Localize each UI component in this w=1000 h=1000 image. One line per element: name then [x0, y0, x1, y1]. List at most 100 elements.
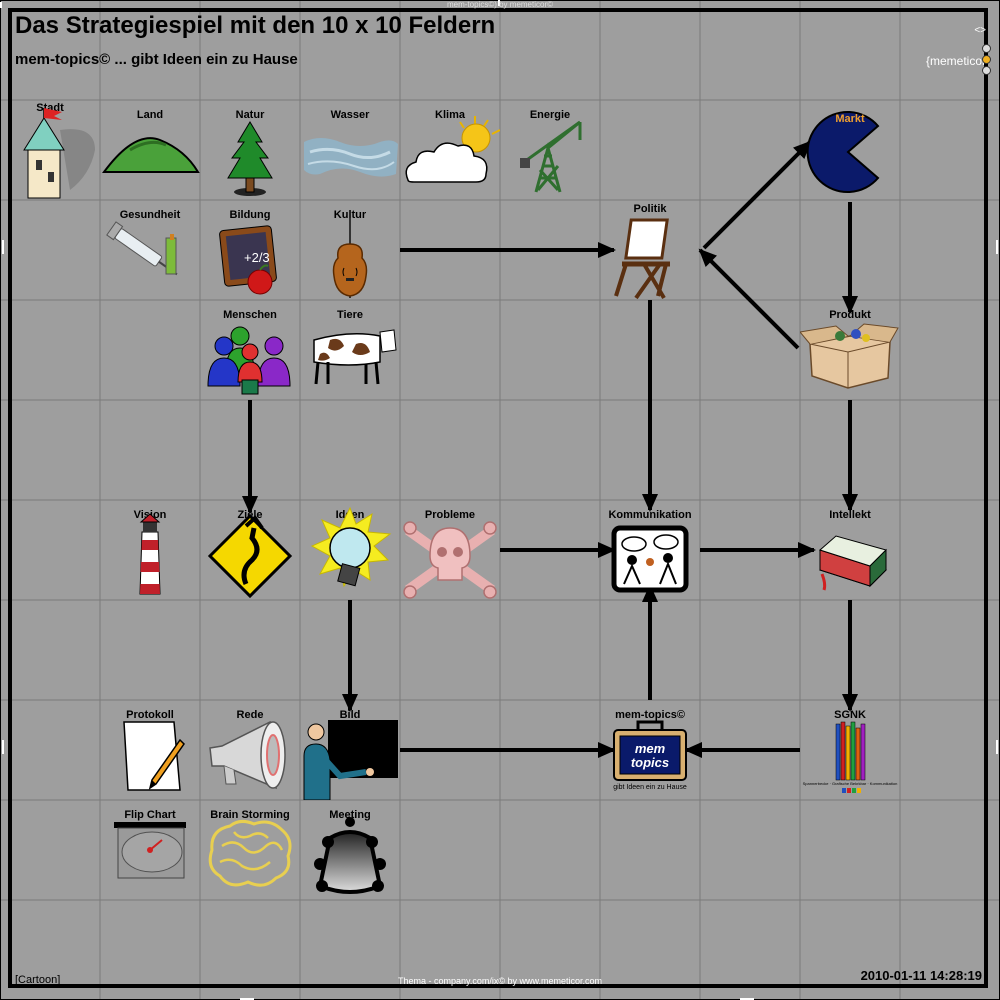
megaphone-icon [209, 720, 286, 790]
node-kommunikation[interactable]: Kommunikation [600, 500, 700, 600]
control-dot[interactable] [982, 55, 991, 64]
footer-category: [Cartoon] [15, 974, 61, 986]
node-label: Bildung [229, 209, 271, 221]
node-probleme[interactable]: Probleme [400, 500, 500, 600]
edge-tick [240, 998, 254, 1000]
node-label: Menschen [223, 309, 277, 321]
edge-tick [740, 998, 754, 1000]
node-gesundheit[interactable]: Gesundheit [100, 200, 200, 300]
suitcase-icon: mem topics [613, 720, 687, 781]
edge-tick [996, 740, 998, 754]
node-meeting[interactable]: Meeting [300, 800, 400, 900]
node-kultur[interactable]: Kultur [300, 200, 400, 300]
node-wasser[interactable]: Wasser [300, 100, 400, 200]
node-land[interactable]: Land [100, 100, 200, 200]
crane-icon [520, 120, 582, 193]
node-natur[interactable]: Natur [200, 100, 300, 200]
node-markt[interactable]: Markt [800, 100, 900, 200]
node-rede[interactable]: Rede [200, 700, 300, 800]
node-sgnk[interactable]: SGNK Spannerbecke · Grafische Bekrkbar ·… [800, 700, 900, 800]
node-vision[interactable]: Vision [100, 500, 200, 600]
brain-icon [208, 819, 292, 887]
syringe-icon [106, 221, 178, 276]
corner-code[interactable]: <> [974, 25, 986, 36]
node-label: Klima [435, 109, 465, 121]
arrow-produkt-politik [698, 248, 800, 350]
node-label: Flip Chart [124, 809, 176, 821]
node-label: Produkt [829, 309, 871, 321]
hill-icon [102, 137, 200, 173]
node-label: Rede [236, 709, 264, 721]
dialog-icon [611, 525, 689, 593]
meeting-icon [314, 817, 386, 894]
node-label: Brain Storming [210, 809, 290, 821]
node-politik[interactable]: Politik [600, 200, 700, 300]
node-protokoll[interactable]: Protokoll [100, 700, 200, 800]
edge-tick [2, 740, 4, 754]
control-dot[interactable] [982, 44, 991, 53]
edge-tick [996, 240, 998, 254]
book-icon [819, 535, 887, 591]
footer-credit[interactable]: Thema - company.com/ix© by www.memeticor… [397, 976, 603, 986]
skull-icon [403, 521, 497, 599]
slate-formula: +2/3 [244, 250, 270, 265]
people-icon [207, 326, 291, 395]
node-memtopics[interactable]: mem-topics© mem topics gibt Ideen ein zu… [600, 700, 700, 800]
node-flipchart[interactable]: Flip Chart [100, 800, 200, 900]
node-ziele[interactable]: Ziele [200, 500, 300, 600]
node-label: Intellekt [829, 509, 871, 521]
top-note: mem-topics©) by memeticor© [446, 0, 554, 9]
node-label: mem-topics© [615, 709, 685, 721]
node-label: Tiere [336, 309, 364, 321]
node-label: Natur [235, 109, 265, 121]
node-klima[interactable]: Klima [400, 100, 500, 200]
cello-icon [332, 218, 368, 298]
node-label: Bild [339, 709, 361, 721]
lightbulb-icon [310, 506, 392, 588]
cow-icon [313, 329, 397, 385]
node-energie[interactable]: Energie [500, 100, 600, 200]
node-brainstorming[interactable]: Brain Storming [200, 800, 300, 900]
node-sublabel: Spannerbecke · Grafische Bekrkbar · Komm… [802, 781, 898, 786]
node-intellekt[interactable]: Intellekt [800, 500, 900, 600]
edge-tick [0, 2, 2, 8]
node-stadt[interactable]: Stadt [0, 100, 100, 200]
brand-label: {memeticor [925, 54, 986, 68]
node-label: Protokoll [126, 709, 174, 721]
paper-pencil-icon [123, 721, 185, 791]
tree-icon [227, 121, 273, 196]
node-tiere[interactable]: Tiere [300, 300, 400, 400]
chair-icon [614, 218, 670, 300]
node-label: Meeting [329, 809, 371, 821]
logo-line-1: mem [635, 741, 666, 756]
presenter-icon [303, 720, 398, 800]
node-label: Land [136, 109, 164, 121]
edge-tick [2, 240, 4, 254]
node-bildung[interactable]: Bildung +2/3 [200, 200, 300, 300]
node-produkt[interactable]: Produkt [800, 300, 900, 400]
page-title: Das Strategiespiel mit den 10 x 10 Felde… [15, 12, 496, 39]
node-bild[interactable]: Bild [300, 700, 400, 800]
road-sign-icon [207, 513, 293, 599]
box-icon [800, 323, 899, 389]
node-label: Probleme [424, 509, 476, 521]
pencils-icon [835, 721, 866, 793]
logo-line-2: topics [631, 755, 669, 770]
node-menschen[interactable]: Menschen [200, 300, 300, 400]
node-label: SGNK [834, 709, 866, 721]
node-label: Kultur [333, 209, 367, 221]
node-ideen[interactable]: Ideen [300, 500, 400, 600]
node-sublabel: gibt Ideen ein zu Hause [613, 784, 687, 791]
page-subtitle: mem-topics© ... gibt Ideen ein zu Hause [15, 51, 298, 68]
node-label: Wasser [330, 109, 370, 121]
water-icon [304, 138, 398, 177]
edge-tick [498, 0, 500, 6]
tower-icon [23, 108, 95, 199]
control-dot[interactable] [982, 66, 991, 75]
pacman-icon [806, 111, 880, 193]
node-label: Energie [529, 109, 571, 121]
node-label: Kommunikation [608, 509, 692, 521]
arrow-politik-markt [702, 140, 812, 250]
